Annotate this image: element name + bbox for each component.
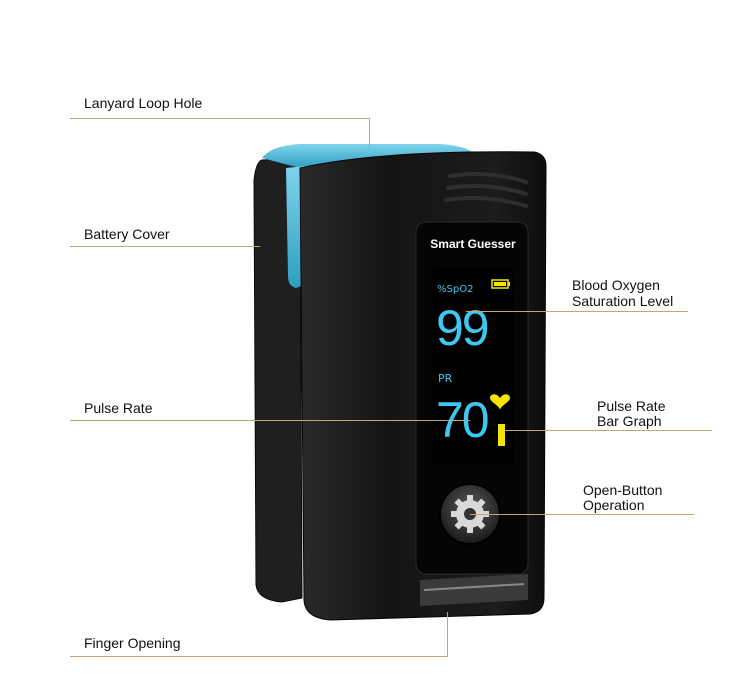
callout-spo2-line2: Saturation Level [572, 293, 674, 309]
grip-groove [446, 184, 528, 196]
callout-finger-opening: Finger Opening [84, 635, 181, 651]
callout-bar-line1: Pulse Rate [597, 398, 666, 414]
callout-bar-line2: Bar Graph [597, 413, 662, 429]
battery-icon [491, 279, 510, 289]
leader-finger-v [447, 612, 448, 657]
pulse-bar-graph [498, 424, 505, 446]
callout-spo2-line1: Blood Oxygen [572, 277, 660, 293]
device-top-cap [262, 144, 476, 168]
leader-finger-h [70, 656, 448, 657]
brand-label: Smart Guesser [430, 237, 516, 251]
leader-spo2 [466, 311, 688, 312]
finger-opening [420, 574, 528, 606]
leader-bar [505, 430, 712, 431]
leader-lanyard-h [70, 118, 370, 119]
finger-opening-edge [423, 583, 525, 591]
leader-pulse-rate [70, 420, 470, 421]
callout-battery: Battery Cover [84, 226, 170, 242]
pr-label: PR [438, 372, 453, 385]
heart-icon [490, 394, 510, 410]
spo2-label: %SpO2 [437, 284, 474, 295]
lcd-screen [432, 268, 514, 464]
callout-lanyard: Lanyard Loop Hole [84, 95, 203, 111]
leader-lanyard-v [369, 118, 370, 156]
grip-groove [448, 172, 528, 184]
callout-button-line1: Open-Button [583, 482, 663, 498]
grip-groove [444, 196, 528, 208]
callout-pulse-rate: Pulse Rate [84, 400, 153, 416]
leader-battery [70, 246, 260, 247]
callout-button-line2: Operation [583, 497, 645, 513]
leader-button [470, 514, 694, 515]
spo2-value: 99 [436, 300, 490, 356]
